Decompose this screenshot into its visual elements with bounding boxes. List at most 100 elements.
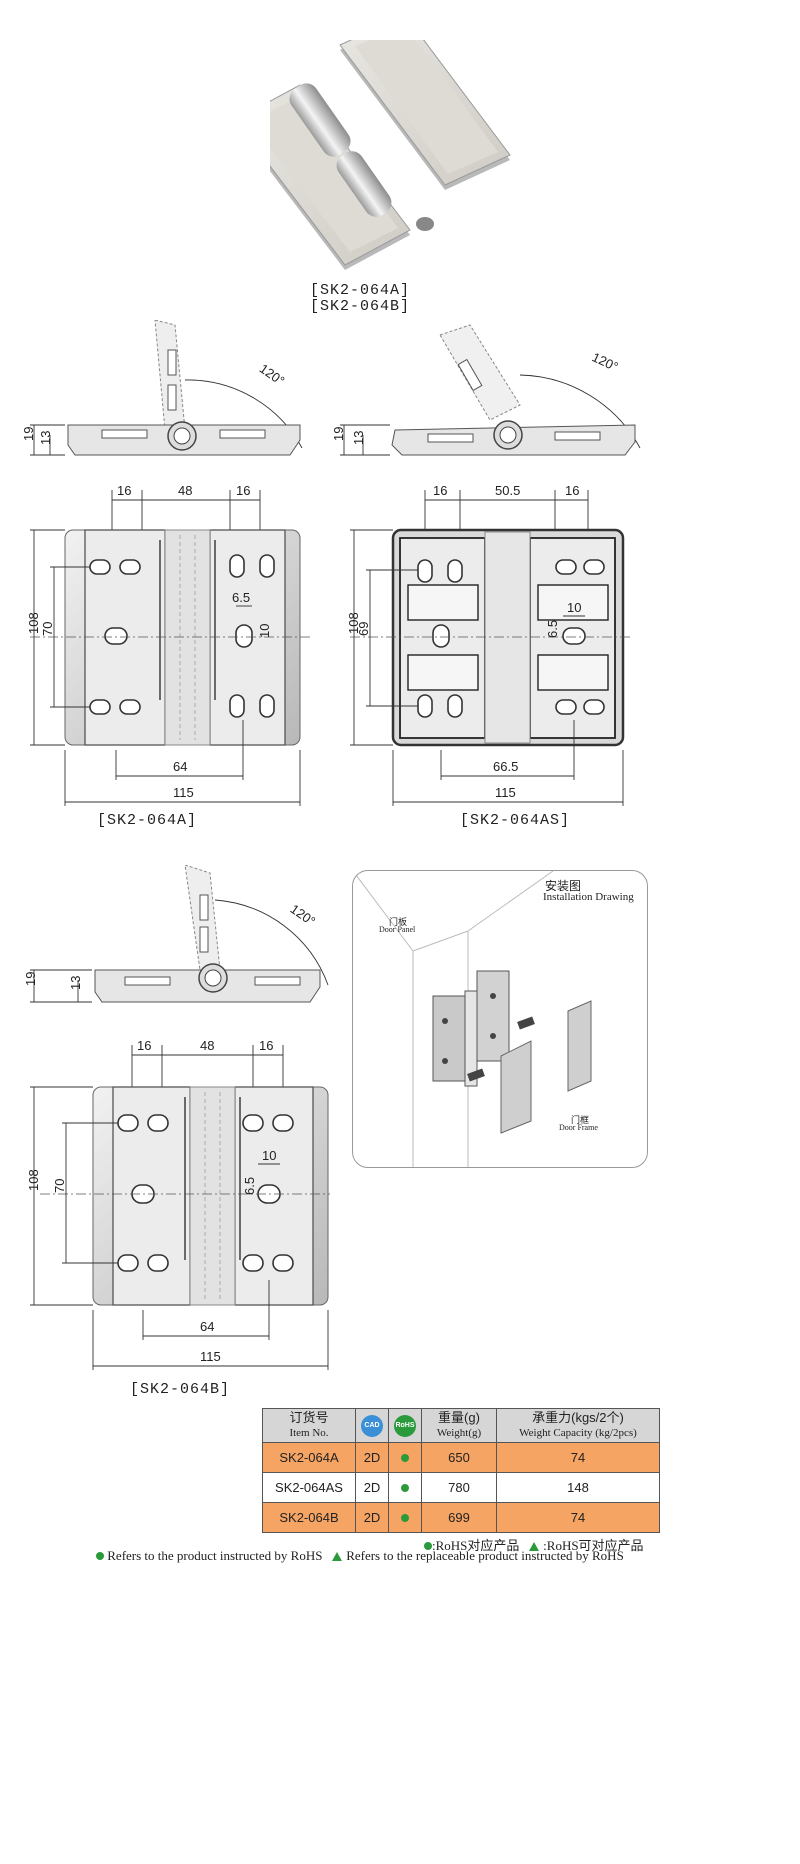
- rohs-dot-icon: [401, 1484, 409, 1492]
- header-weight-cn: 重量(g): [438, 1410, 480, 1425]
- legend-cn: :RoHS对应产品 :RoHS可对应产品: [424, 1535, 644, 1554]
- dim-height: 108: [26, 1169, 41, 1191]
- dim-h2: 13: [351, 431, 366, 445]
- angle-label: 120°: [257, 361, 288, 389]
- cell-cad: 2D: [355, 1442, 389, 1473]
- installation-drawing: 安装图 Installation Drawing 门板 Door Panel 门…: [352, 870, 648, 1168]
- side-view-as: 120° 19 13: [331, 324, 641, 456]
- rohs-triangle-icon: [529, 1542, 540, 1551]
- dim-width: 115: [495, 785, 516, 800]
- cell-capacity: 148: [496, 1472, 660, 1503]
- door-frame-cn: 门框: [571, 1115, 590, 1125]
- table-row: SK2-064AS 2D 780 148: [262, 1472, 660, 1503]
- side-view-a: 120° 19 13: [21, 320, 303, 456]
- dim-bottom-span: 64: [173, 759, 187, 774]
- legend-rohs-replace-cn: :RoHS可对应产品: [543, 1538, 644, 1553]
- cell-weight: 780: [421, 1472, 497, 1503]
- front-view-b: 16 48 16 108 70 6.5 10 64 115: [26, 1038, 330, 1370]
- table-header-row: 订货号 Item No. CAD RoHS 重量(g) Weight(g) 承重力(…: [262, 1408, 660, 1443]
- door-panel-en: Door Panel: [379, 925, 416, 934]
- legend-rohs-cn: :RoHS对应产品: [432, 1538, 520, 1553]
- dim-top-right: 16: [236, 483, 250, 498]
- door-panel-cn: 门板: [389, 917, 408, 927]
- spec-table: 订货号 Item No. CAD RoHS 重量(g) Weight(g) 承重力(…: [262, 1408, 660, 1533]
- installation-title-cn: 安装图: [545, 879, 582, 893]
- dim-top-mid: 48: [178, 483, 192, 498]
- dim-height: 108: [26, 612, 41, 634]
- side-view-b: 120° 19 13: [23, 865, 329, 1003]
- dim-hole-h: 10: [262, 1148, 276, 1163]
- dim-width: 115: [173, 785, 194, 800]
- front-caption-a: [SK2-064A]: [97, 812, 198, 829]
- dim-inner-height: 69: [356, 622, 371, 636]
- installation-title-en: Installation Drawing: [543, 891, 634, 903]
- col-capacity: 承重力(kgs/2个) Weight Capacity (kg/2pcs): [496, 1408, 660, 1443]
- header-order-en: Item No.: [289, 1427, 329, 1439]
- cad-icon: CAD: [361, 1414, 383, 1437]
- dim-inner-height: 70: [52, 1179, 67, 1193]
- door-frame-en: Door Frame: [559, 1123, 598, 1132]
- rohs-icon: RoHS: [394, 1414, 416, 1437]
- dim-inner-height: 70: [40, 622, 55, 636]
- cell-item: SK2-064A: [262, 1442, 356, 1473]
- col-item-no: 订货号 Item No.: [262, 1408, 356, 1443]
- cell-item: SK2-064B: [262, 1502, 356, 1533]
- col-weight: 重量(g) Weight(g): [421, 1408, 497, 1443]
- cell-capacity: 74: [496, 1442, 660, 1473]
- product-caption-a: [SK2-064A]: [310, 282, 411, 299]
- dim-hole-h: 10: [257, 624, 272, 638]
- dim-hole-w: 6.5: [232, 590, 250, 605]
- cell-cad: 2D: [355, 1472, 389, 1503]
- product-photo: [270, 40, 511, 270]
- cell-cad: 2D: [355, 1502, 389, 1533]
- front-view-as: 16 50.5 16 108 69 6.5 10 66.5 115: [346, 483, 630, 806]
- dim-top-mid: 50.5: [495, 483, 520, 498]
- dim-bottom-span: 66.5: [493, 759, 518, 774]
- dim-h1: 19: [331, 427, 346, 441]
- rohs-dot-icon: [401, 1514, 409, 1522]
- header-order-cn: 订货号: [289, 1410, 329, 1425]
- col-cad: CAD: [355, 1408, 389, 1443]
- dim-top-mid: 48: [200, 1038, 214, 1053]
- installation-sketch: [353, 871, 592, 1167]
- header-capacity-en: Weight Capacity (kg/2pcs): [519, 1427, 637, 1439]
- dim-top-left: 16: [137, 1038, 151, 1053]
- angle-label: 120°: [590, 349, 621, 374]
- dim-bottom-span: 64: [200, 1319, 214, 1334]
- dim-h2: 13: [68, 976, 83, 990]
- legend-en: Refers to the product instructed by RoHS…: [96, 1548, 624, 1564]
- product-caption-b: [SK2-064B]: [310, 298, 411, 315]
- cell-weight: 699: [421, 1502, 497, 1533]
- dim-hole-h: 10: [567, 600, 581, 615]
- cell-item: SK2-064AS: [262, 1472, 356, 1503]
- dim-hole-w: 6.5: [242, 1177, 257, 1195]
- cell-rohs: [388, 1502, 422, 1533]
- rohs-dot-icon: [96, 1552, 104, 1560]
- table-row: SK2-064A 2D 650 74: [262, 1442, 660, 1473]
- dim-h2: 13: [38, 431, 53, 445]
- dim-top-right: 16: [565, 483, 579, 498]
- dim-top-right: 16: [259, 1038, 273, 1053]
- rohs-dot-icon: [424, 1542, 432, 1550]
- dim-height: 108: [346, 612, 361, 634]
- table-row: SK2-064B 2D 699 74: [262, 1502, 660, 1533]
- dim-h1: 19: [23, 972, 38, 986]
- front-caption-as: [SK2-064AS]: [460, 812, 571, 829]
- rohs-triangle-icon: [332, 1552, 343, 1561]
- dim-top-left: 16: [433, 483, 447, 498]
- legend-rohs-replace-en: Refers to the replaceable product instru…: [346, 1548, 624, 1563]
- dim-h1: 19: [21, 427, 36, 441]
- dim-width: 115: [200, 1349, 221, 1364]
- dim-hole-w: 6.5: [545, 620, 560, 638]
- cell-rohs: [388, 1472, 422, 1503]
- legend-rohs-en: Refers to the product instructed by RoHS: [107, 1548, 323, 1563]
- cell-rohs: [388, 1442, 422, 1473]
- cell-capacity: 74: [496, 1502, 660, 1533]
- dim-top-left: 16: [117, 483, 131, 498]
- cell-weight: 650: [421, 1442, 497, 1473]
- col-rohs: RoHS: [388, 1408, 422, 1443]
- header-weight-en: Weight(g): [436, 1427, 482, 1439]
- angle-label: 120°: [288, 901, 319, 929]
- header-capacity-cn: 承重力(kgs/2个): [532, 1410, 624, 1425]
- rohs-dot-icon: [401, 1454, 409, 1462]
